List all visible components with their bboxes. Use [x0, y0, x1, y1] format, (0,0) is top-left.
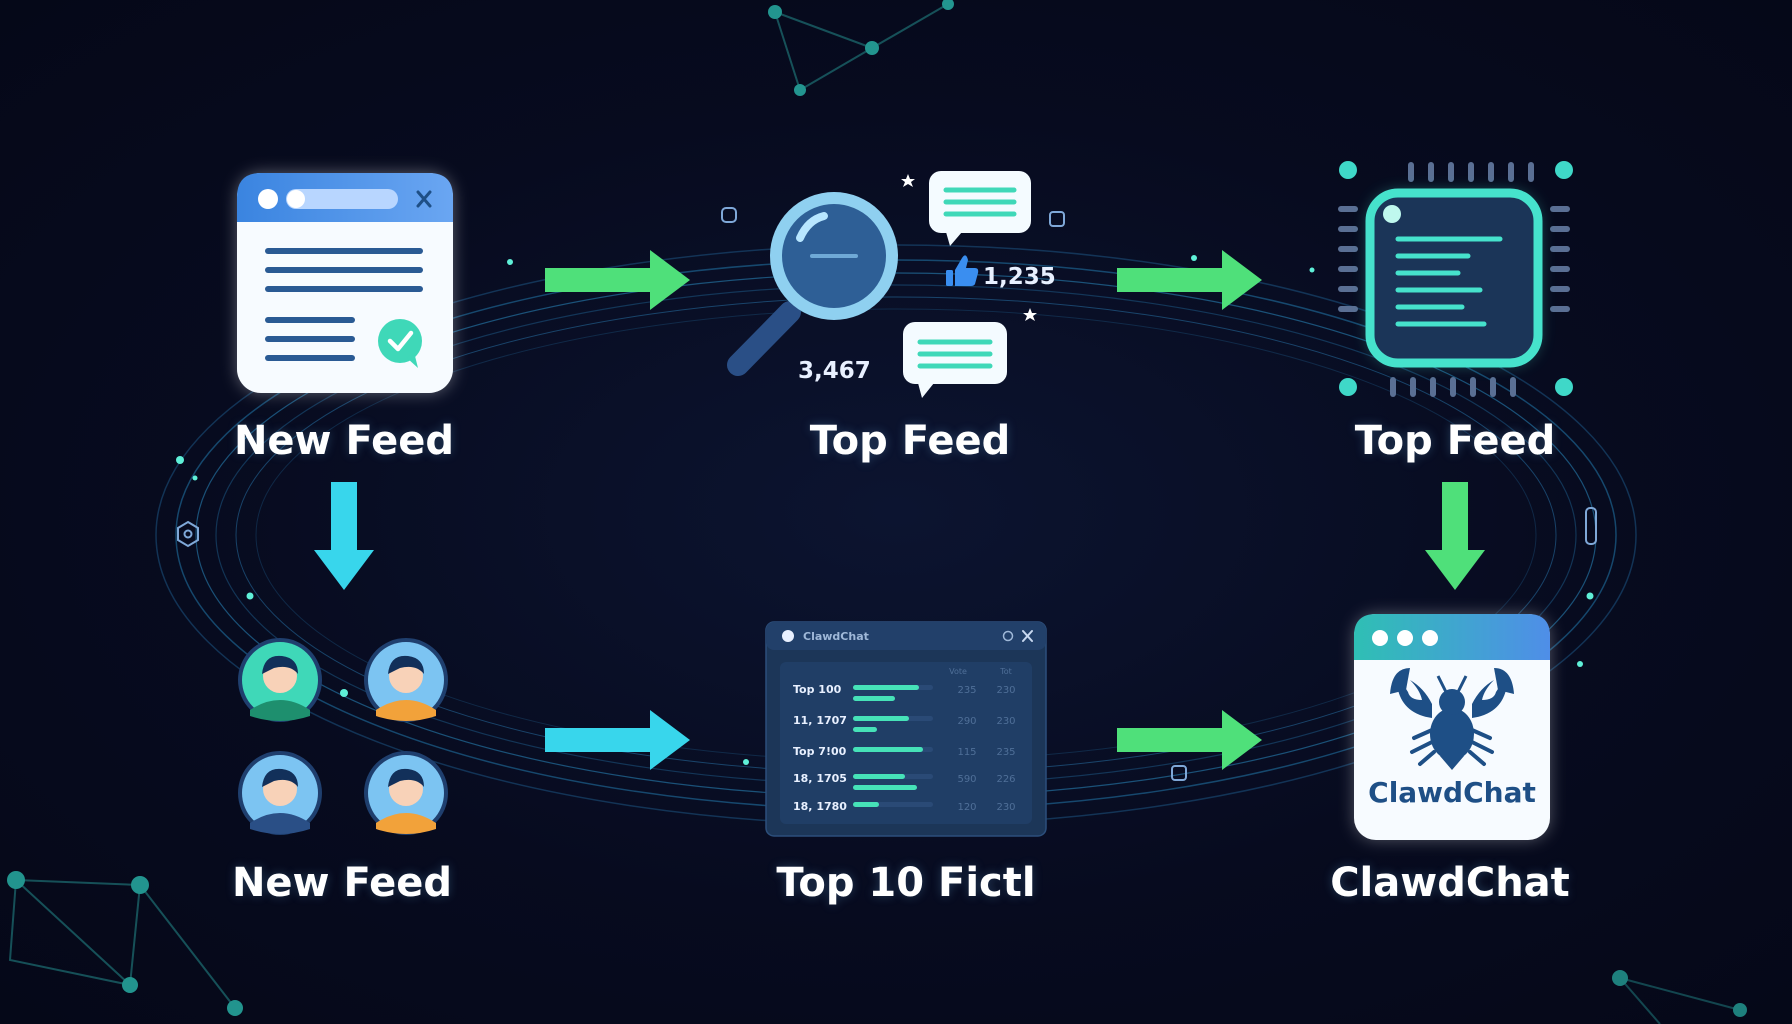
- row-bar: [853, 747, 923, 752]
- row-bar: [853, 802, 879, 807]
- likes-count: 1,235: [983, 264, 1056, 290]
- magnifier-icon: [727, 192, 898, 376]
- row-value-b: 226: [996, 774, 1015, 785]
- thumbs-up-icon: [946, 255, 979, 286]
- star-icon: [901, 174, 1037, 321]
- row-bar: [853, 685, 919, 690]
- clawdchat-brand-text: ClawdChat: [1368, 776, 1536, 809]
- row-name: 18, 1705: [793, 772, 847, 785]
- leaderboard-row: 18, 1780 120 230: [793, 800, 1016, 813]
- network-decoration-top: [768, 0, 954, 96]
- leaderboard-row: 11, 1707 290 230: [793, 714, 1016, 732]
- arrow-right-icon: [1117, 710, 1262, 770]
- node-label-new-feed-users: New Feed: [231, 860, 453, 906]
- row-value-a: 290: [957, 716, 976, 727]
- panel-col-a: Vote: [949, 667, 967, 676]
- row-bar-secondary: [853, 727, 877, 732]
- document-card-icon: [237, 173, 453, 393]
- row-name: 11, 1707: [793, 714, 847, 727]
- row-name: 18, 1780: [793, 800, 847, 813]
- user-avatar-icon: [364, 638, 448, 722]
- arrow-right-icon: [545, 710, 690, 770]
- leaderboard-row: Top 100 235 230: [793, 683, 1016, 701]
- leaderboard-row: 18, 1705 590 226: [793, 772, 1016, 790]
- row-bar-secondary: [853, 696, 895, 701]
- arrow-right-icon: [545, 250, 690, 310]
- network-decoration-bottom-right: [1612, 970, 1747, 1024]
- row-value-b: 230: [996, 716, 1015, 727]
- row-value-a: 120: [957, 802, 976, 813]
- lobster-icon: [1390, 668, 1514, 770]
- row-name: Top 100: [793, 683, 842, 696]
- row-value-b: 230: [996, 802, 1015, 813]
- node-label-top-feed-chip: Top Feed: [1354, 418, 1556, 464]
- row-value-b: 235: [996, 747, 1015, 758]
- row-bar-secondary: [853, 785, 917, 790]
- row-bar: [853, 774, 905, 779]
- row-bar: [853, 716, 909, 721]
- processor-chip-icon: [1338, 161, 1573, 397]
- arrow-down-icon: [314, 482, 374, 590]
- node-label-top-feed-search: Top Feed: [809, 418, 1011, 464]
- user-avatar-icon: [364, 751, 448, 835]
- row-name: Top 7!00: [793, 745, 847, 758]
- arrow-right-icon: [1117, 250, 1262, 310]
- panel-col-b: Tot: [999, 667, 1012, 676]
- panel-title: ClawdChat: [803, 630, 869, 643]
- chat-bubble-icon: [929, 171, 1031, 246]
- row-value-a: 235: [957, 685, 976, 696]
- node-label-top10: Top 10 Fictl: [776, 860, 1036, 906]
- chat-bubble-icon: [903, 322, 1007, 398]
- node-label-clawdchat: ClawdChat: [1330, 860, 1570, 906]
- clawdchat-app-card: ClawdChat: [1354, 614, 1550, 840]
- user-avatar-icon: [238, 638, 322, 722]
- row-value-b: 230: [996, 685, 1015, 696]
- row-value-a: 115: [957, 747, 976, 758]
- orbit-small-icons: [177, 207, 1597, 781]
- views-count: 3,467: [798, 358, 871, 384]
- leaderboard-row: Top 7!00 115 235: [793, 745, 1016, 758]
- user-avatar-icon: [238, 751, 322, 835]
- orbit-sparkles: [176, 255, 1594, 765]
- row-value-a: 590: [957, 774, 976, 785]
- node-label-new-feed: New Feed: [233, 418, 455, 464]
- network-decoration-bottom-left: [7, 871, 243, 1016]
- arrow-down-icon: [1425, 482, 1485, 590]
